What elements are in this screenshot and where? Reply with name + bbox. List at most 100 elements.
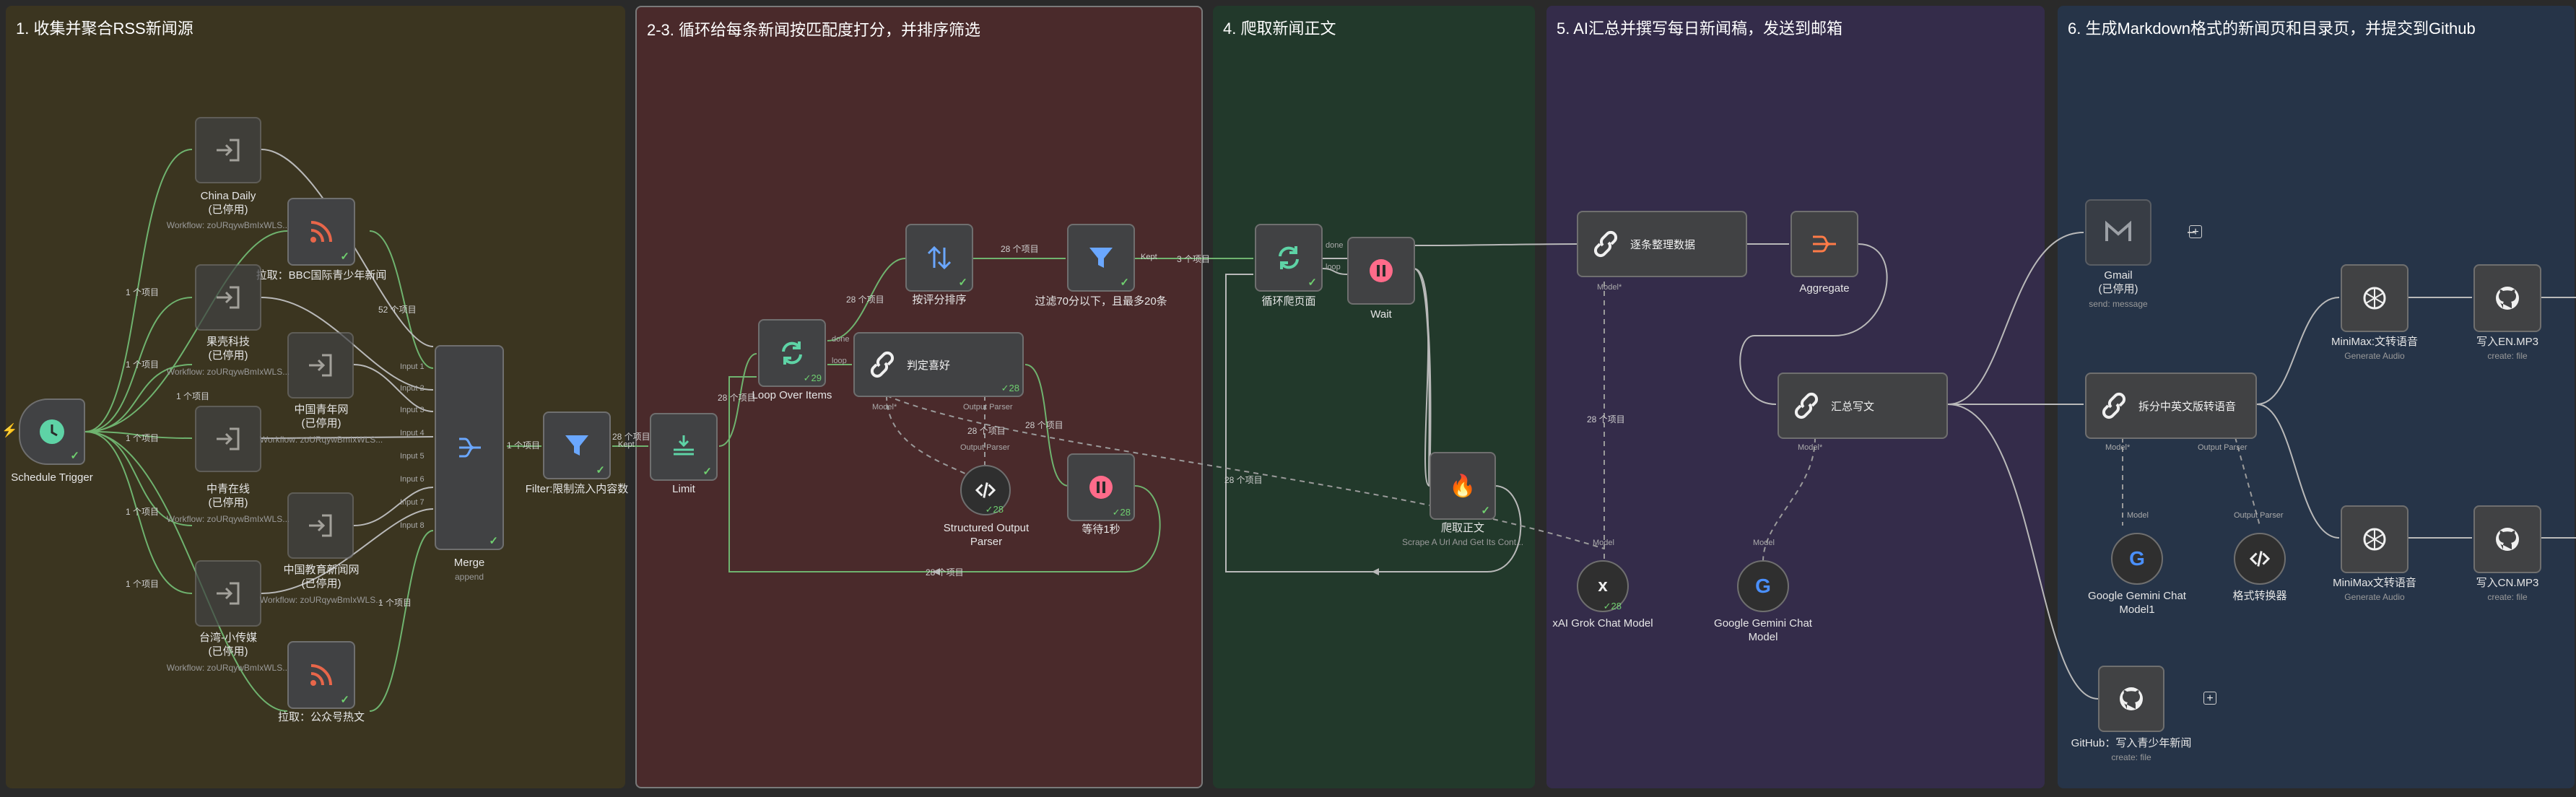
loop-icon bbox=[778, 339, 806, 367]
node-label: 按评分排序 bbox=[912, 294, 967, 306]
node-subtitle: Workflow: zoURqywBmIxWLS... bbox=[166, 514, 290, 524]
node-label: 拉取：BBC国际青少年新闻 bbox=[256, 269, 387, 282]
success-check-icon: ✓ bbox=[958, 276, 967, 289]
merge-input-1: Input 1 bbox=[400, 362, 425, 371]
merge-input-3: Input 3 bbox=[400, 406, 425, 414]
node-label: 拉取：公众号热文 bbox=[277, 711, 365, 723]
success-check-icon: ✓ bbox=[70, 450, 79, 462]
edge-label: 52 个项目 bbox=[378, 305, 417, 315]
ai-chain-icon bbox=[1792, 391, 1821, 420]
node-label: GitHub：写入青少年新闻 bbox=[2071, 737, 2192, 749]
node-label: 格式转换器 bbox=[2232, 590, 2287, 602]
node-subtitle: create: file bbox=[2111, 752, 2151, 762]
wait-node[interactable] bbox=[1347, 237, 1415, 305]
success-check-icon: ✓ bbox=[340, 251, 349, 263]
parser-port-label: Output Parser bbox=[963, 403, 1013, 411]
firecrawl-icon: 🔥 bbox=[1449, 474, 1476, 498]
code-icon bbox=[971, 476, 1000, 505]
node-label: Limit bbox=[672, 483, 695, 495]
limit-node[interactable]: ✓ bbox=[650, 413, 718, 481]
merge-icon bbox=[455, 433, 484, 462]
merge-input-7: Input 7 bbox=[400, 498, 425, 507]
zgjyxw-node[interactable] bbox=[287, 492, 354, 559]
code-icon bbox=[2245, 544, 2274, 573]
google-icon: G bbox=[2129, 547, 2145, 570]
loop-pages-node[interactable]: ✓ bbox=[1255, 224, 1323, 292]
edge-label: 28 个项目 bbox=[612, 432, 650, 442]
wait1-node[interactable]: ✓28 bbox=[1067, 453, 1135, 521]
structured-parser-node[interactable]: ✓28 bbox=[960, 465, 1011, 515]
write-cn-node[interactable] bbox=[2473, 505, 2541, 573]
github-icon bbox=[2493, 284, 2522, 313]
gmail-icon bbox=[2104, 218, 2133, 247]
node-label: Schedule Trigger bbox=[11, 471, 93, 484]
execute-workflow-icon bbox=[214, 579, 243, 608]
judge-node[interactable]: 判定喜好 ✓28 bbox=[853, 332, 1024, 397]
github-node[interactable] bbox=[2098, 666, 2164, 732]
bbc-rss-node[interactable]: ✓ bbox=[287, 198, 355, 266]
edge-label: Kept bbox=[618, 440, 635, 449]
minimax-cn-node[interactable] bbox=[2341, 505, 2409, 573]
format-parser-node[interactable] bbox=[2234, 533, 2286, 585]
china-daily-node[interactable] bbox=[195, 117, 261, 183]
gemini-model-node[interactable]: G bbox=[1737, 560, 1789, 612]
execute-workflow-icon bbox=[214, 136, 243, 165]
grok-model-node[interactable]: x ✓28 bbox=[1577, 560, 1629, 612]
node-subtitle: append bbox=[454, 572, 484, 582]
node-label: 循环爬页面 bbox=[1261, 295, 1316, 308]
edge-label: 1 个项目 bbox=[126, 287, 160, 297]
loop-over-items-node[interactable]: ✓29 bbox=[758, 319, 826, 387]
summarize-node[interactable]: 汇总写文 bbox=[1777, 373, 1948, 439]
edge-label: 28 个项目 bbox=[1025, 420, 1063, 430]
success-check-icon: ✓ bbox=[596, 464, 605, 476]
openai-icon bbox=[2360, 525, 2389, 554]
schedule-trigger-node[interactable]: ✓ bbox=[19, 398, 85, 465]
filter-limit-node[interactable]: ✓ bbox=[543, 411, 611, 479]
organize-node[interactable]: 逐条整理数据 bbox=[1577, 211, 1747, 277]
write-en-node[interactable] bbox=[2473, 264, 2541, 332]
gemini-model1-node[interactable]: G bbox=[2111, 533, 2163, 585]
merge-node[interactable]: ✓ bbox=[435, 345, 504, 550]
node-subtitle: Workflow: zoURqywBmIxWLS... bbox=[259, 595, 383, 605]
edge-label: 28 个项目 bbox=[926, 567, 964, 578]
filter-icon bbox=[562, 431, 591, 460]
node-subtitle: Workflow: zoURqywBmIxWLS... bbox=[166, 663, 290, 673]
sticky-scrape[interactable]: 4. 爬取新闻正文 bbox=[1213, 6, 1535, 788]
gmail-node[interactable] bbox=[2085, 199, 2151, 266]
node-subtitle: Workflow: zoURqywBmIxWLS... bbox=[166, 220, 290, 230]
filter-icon bbox=[1087, 243, 1115, 272]
sticky-title: 6. 生成Markdown格式的新闻页和目录页，并提交到Github bbox=[2068, 19, 2476, 38]
parser-port-label: Output Parser bbox=[960, 443, 1010, 452]
success-check-icon: ✓ bbox=[489, 535, 498, 547]
edge-label: 28 个项目 bbox=[846, 295, 884, 305]
guoke-node[interactable] bbox=[195, 264, 261, 331]
sort-node[interactable]: ✓ bbox=[905, 224, 973, 292]
model-port-label: Model* bbox=[1798, 443, 1823, 452]
edge-label: 28 个项目 bbox=[718, 393, 756, 403]
success-check-icon: ✓ bbox=[340, 694, 349, 706]
scrape-node[interactable]: 🔥 ✓ bbox=[1430, 452, 1496, 520]
taiwan-node[interactable] bbox=[195, 560, 261, 627]
node-label: 写入CN.MP3 bbox=[2476, 577, 2539, 589]
node-label: 过滤70分以下，且最多20条 bbox=[1035, 295, 1167, 308]
execute-workflow-icon bbox=[214, 283, 243, 312]
merge-input-6: Input 6 bbox=[400, 475, 425, 484]
zgqnw-node[interactable] bbox=[287, 332, 354, 398]
filter70-node[interactable]: ✓ bbox=[1067, 224, 1135, 292]
zqzx-node[interactable] bbox=[195, 406, 261, 472]
rss-icon bbox=[307, 661, 336, 689]
split-node[interactable]: 拆分中英文版转语音 bbox=[2085, 373, 2257, 439]
aggregate-node[interactable] bbox=[1790, 211, 1858, 277]
sticky-title: 5. AI汇总并撰写每日新闻稿，发送到邮箱 bbox=[1557, 19, 1843, 38]
edge-label: 28 个项目 bbox=[1224, 475, 1263, 485]
node-label: 爬取正文 bbox=[1440, 522, 1485, 534]
node-label: Filter:限制流入内容数 bbox=[525, 483, 629, 495]
node-subtitle: Workflow: zoURqywBmIxWLS... bbox=[166, 367, 290, 377]
add-node-button[interactable]: + bbox=[2189, 225, 2202, 238]
add-node-button[interactable]: + bbox=[2203, 692, 2216, 705]
node-label: China Daily(已停用) bbox=[200, 190, 256, 216]
github-icon bbox=[2493, 525, 2522, 554]
minimax-en-node[interactable] bbox=[2341, 264, 2409, 332]
gzh-rss-node[interactable]: ✓ bbox=[287, 641, 355, 709]
